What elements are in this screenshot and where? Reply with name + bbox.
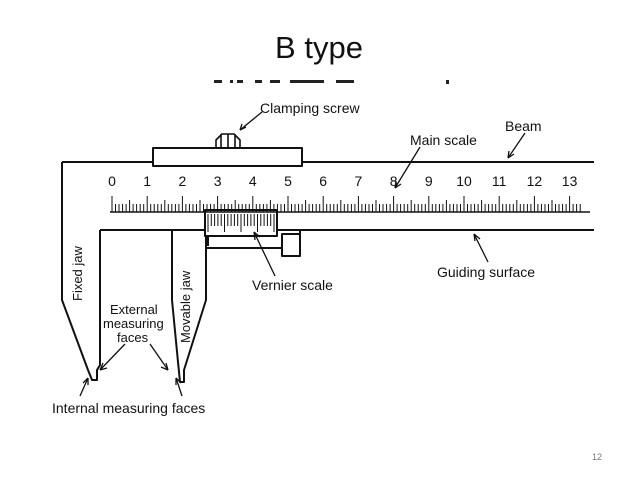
vernier-scale-arrow [253, 231, 276, 277]
main-scale-number: 3 [214, 173, 222, 189]
main-scale-number: 10 [456, 173, 472, 189]
main-scale-number: 5 [284, 173, 292, 189]
main-scale-number: 8 [390, 173, 398, 189]
main-scale-number: 4 [249, 173, 257, 189]
external-faces-right-arrowhead [160, 362, 169, 371]
clamping-screw-arrowhead [239, 123, 247, 131]
main-scale-label: Main scale [410, 132, 477, 148]
main-scale-number: 6 [319, 173, 327, 189]
external-faces-label-line-3: faces [117, 330, 149, 345]
external-faces-label-line-2: measuring [103, 316, 164, 331]
diagram-labels: Clamping screw Beam Main scale Guiding s… [52, 100, 542, 416]
beam-outline [62, 161, 594, 231]
movable-jaw-outline [171, 230, 207, 383]
external-faces-right-arrow [149, 343, 169, 371]
external-faces-label-line-1: External [110, 302, 158, 317]
fixed-jaw-outline [61, 162, 101, 381]
external-faces-left-arrow [99, 343, 126, 371]
fixed-jaw-label: Fixed jaw [70, 245, 85, 301]
vernier-slide-top [152, 147, 303, 167]
main-scale-number: 12 [527, 173, 543, 189]
vernier-scale-label: Vernier scale [252, 277, 333, 293]
main-scale-number: 1 [143, 173, 151, 189]
internal-faces-label: Internal measuring faces [52, 400, 205, 416]
main-scale-number: 2 [179, 173, 187, 189]
main-scale-arrowhead [394, 180, 402, 189]
main-scale-number: 11 [492, 173, 507, 189]
movable-jaw-label: Movable jaw [178, 270, 193, 343]
internal-faces-left-arrowhead [82, 377, 89, 385]
main-scale-number: 9 [425, 173, 433, 189]
vernier-scale-arrowhead [253, 231, 261, 241]
guide-block [281, 233, 301, 257]
vernier-scale [207, 214, 275, 232]
clamping-screw-label: Clamping screw [260, 100, 360, 116]
vernier-scale-ticks [207, 214, 275, 232]
internal-faces-right-arrow [175, 377, 183, 397]
guiding-surface-label: Guiding surface [437, 264, 535, 280]
clamping-screw-arrow [239, 111, 263, 131]
beam-label: Beam [505, 118, 542, 134]
main-scale-number: 7 [355, 173, 363, 189]
internal-faces-right-arrowhead [175, 377, 182, 385]
internal-faces-left-arrow [79, 377, 89, 397]
page-number: 12 [591, 452, 602, 462]
cropped-caption-fragment [214, 80, 449, 84]
main-scale-number: 13 [562, 173, 578, 189]
beam-arrow [507, 132, 526, 159]
beam-arrowhead [507, 150, 515, 159]
main-scale-arrow [394, 146, 421, 189]
guiding-surface-arrowhead [473, 233, 481, 242]
guiding-surface-arrow [473, 233, 489, 263]
main-scale-ticks [111, 196, 581, 212]
main-scale-number: 0 [108, 173, 116, 189]
external-faces-left-arrowhead [99, 362, 108, 371]
leader-arrows [79, 111, 526, 397]
slide-title: B type [275, 30, 363, 65]
clamping-screw [215, 133, 241, 148]
